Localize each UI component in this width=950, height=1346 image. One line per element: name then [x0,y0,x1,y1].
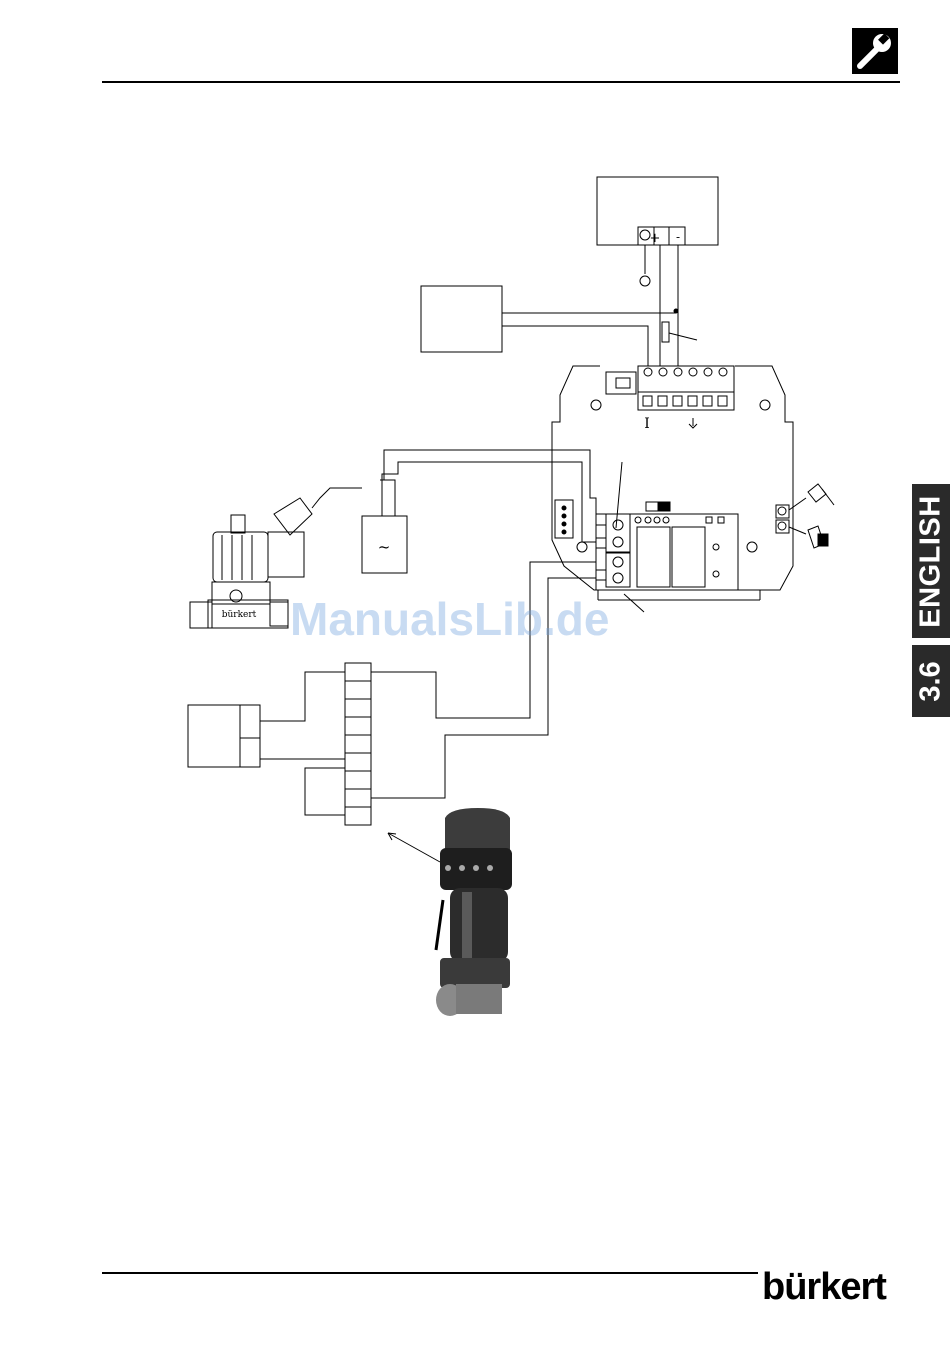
ground-terminal-icon [640,230,650,240]
signal-source-box [421,286,502,352]
minus-label: - [676,230,680,244]
mark-I: I [644,416,650,432]
process-valve-illustration [436,808,512,1016]
ground-symbol-icon [640,276,650,286]
terminal-screws [643,368,727,406]
brand-logo: bürkert [762,1268,886,1306]
watermark: ManualsLib.de [290,592,609,646]
ac-symbol: ~ [378,538,391,556]
solenoid-brand-label: bürkert [222,610,257,620]
proximity-sensor-icon [808,484,826,502]
footer-rule [102,1272,758,1274]
relay-2 [672,527,705,587]
valve-cable [312,488,362,508]
dip-switch [606,372,636,394]
plus-label: + [650,231,661,246]
terminal-column [345,663,371,825]
relay-1 [637,527,670,587]
fuse-icon [662,322,669,342]
relay-terminal-2 [606,553,630,587]
positioner-box [188,705,260,767]
